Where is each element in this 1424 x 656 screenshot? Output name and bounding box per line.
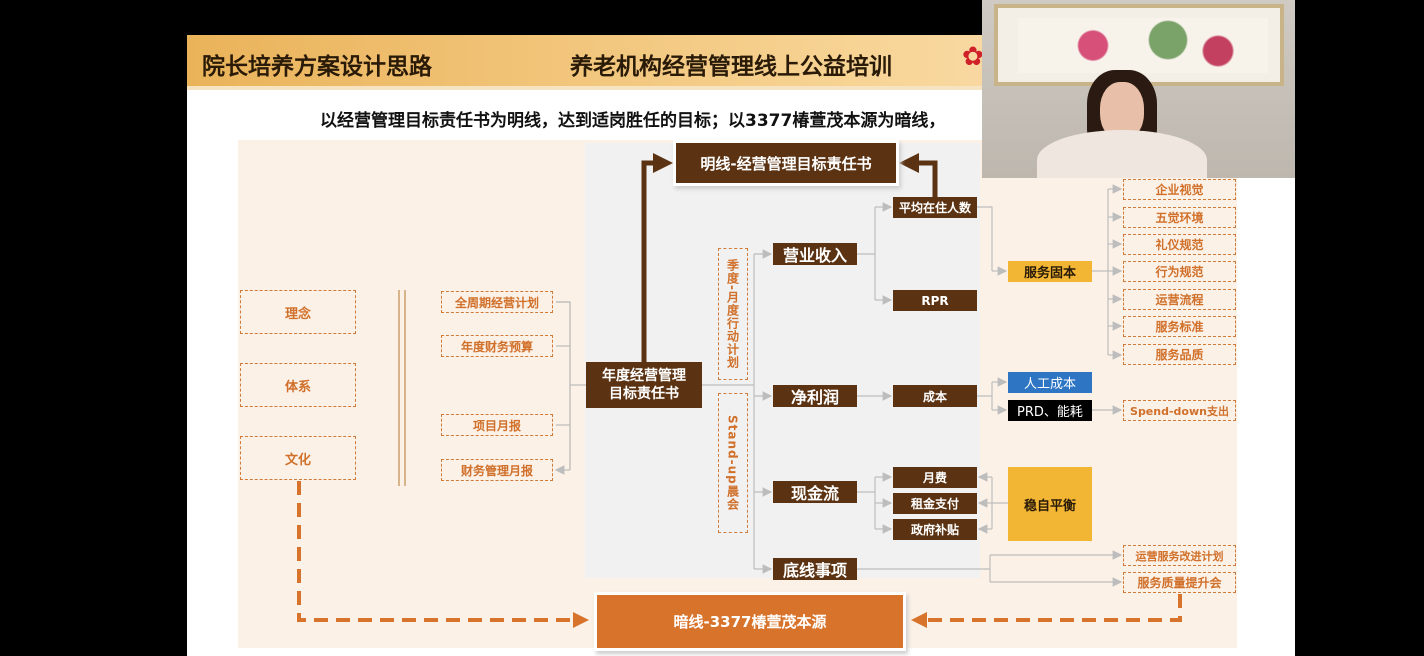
left-list-item: 全周期经营计划 — [441, 291, 553, 313]
metric-bottom-line: 底线事项 — [773, 558, 857, 580]
service-item: 企业视觉 — [1123, 179, 1236, 200]
left-list-item: 项目月报 — [441, 414, 553, 436]
service-item: 礼仪规范 — [1123, 234, 1236, 255]
pillar-concept: 理念 — [240, 290, 356, 334]
service-foundation: 服务固本 — [1008, 261, 1092, 282]
explicit-line-box: 明线-经营管理目标责任书 — [676, 143, 896, 183]
action-plan-label: 季度-月度行动计划 — [718, 248, 748, 380]
sub-metric: 政府补贴 — [893, 519, 977, 540]
annual-target-line1: 年度经营管理 — [602, 368, 686, 384]
labor-cost: 人工成本 — [1008, 372, 1092, 393]
slide-title: 院长培养方案设计思路 — [202, 54, 432, 80]
metric-net-profit: 净利润 — [773, 385, 857, 407]
sub-metric: 平均在住人数 — [893, 197, 977, 218]
service-item: 运营流程 — [1123, 289, 1236, 310]
left-list-item: 财务管理月报 — [441, 459, 553, 481]
left-list-item: 年度财务预算 — [441, 335, 553, 357]
metric-cash-flow: 现金流 — [773, 481, 857, 503]
implicit-line-box: 暗线-3377椿萱茂本源 — [597, 595, 903, 648]
logo-icon: ✿ — [962, 42, 984, 72]
bottom-item: 运营服务改进计划 — [1123, 545, 1236, 566]
service-item: 行为规范 — [1123, 261, 1236, 282]
pillar-system: 体系 — [240, 363, 356, 407]
annual-target-box: 年度经营管理目标责任书 — [586, 362, 702, 408]
pillar-culture: 文化 — [240, 436, 356, 480]
service-item: 五觉环境 — [1123, 207, 1236, 228]
sub-metric: 成本 — [893, 385, 977, 407]
sub-metric: 月费 — [893, 467, 977, 488]
presenter-body — [1037, 130, 1207, 178]
bottom-item: 服务质量提升会 — [1123, 572, 1236, 593]
painting-flowers — [1018, 18, 1268, 73]
spend-down-box: Spend-down支出 — [1123, 400, 1236, 421]
metric-revenue: 营业收入 — [773, 243, 857, 265]
sub-metric: 租金支付 — [893, 493, 977, 514]
slide-subtitle: 以经营管理目标责任书为明线，达到适岗胜任的目标；以3377椿萱茂本源为暗线， — [320, 111, 946, 131]
service-item: 服务标准 — [1123, 316, 1236, 337]
balance-box: 稳自平衡 — [1008, 467, 1092, 541]
standup-label: Stand-up晨会 — [718, 393, 748, 533]
annual-target-line2: 目标责任书 — [609, 386, 679, 402]
sub-metric: RPR — [893, 290, 977, 311]
service-item: 服务品质 — [1123, 344, 1236, 365]
webcam-video — [982, 0, 1295, 178]
course-title: 养老机构经营管理线上公益培训 — [570, 54, 892, 80]
prd-energy-cost: PRD、能耗 — [1008, 400, 1092, 421]
